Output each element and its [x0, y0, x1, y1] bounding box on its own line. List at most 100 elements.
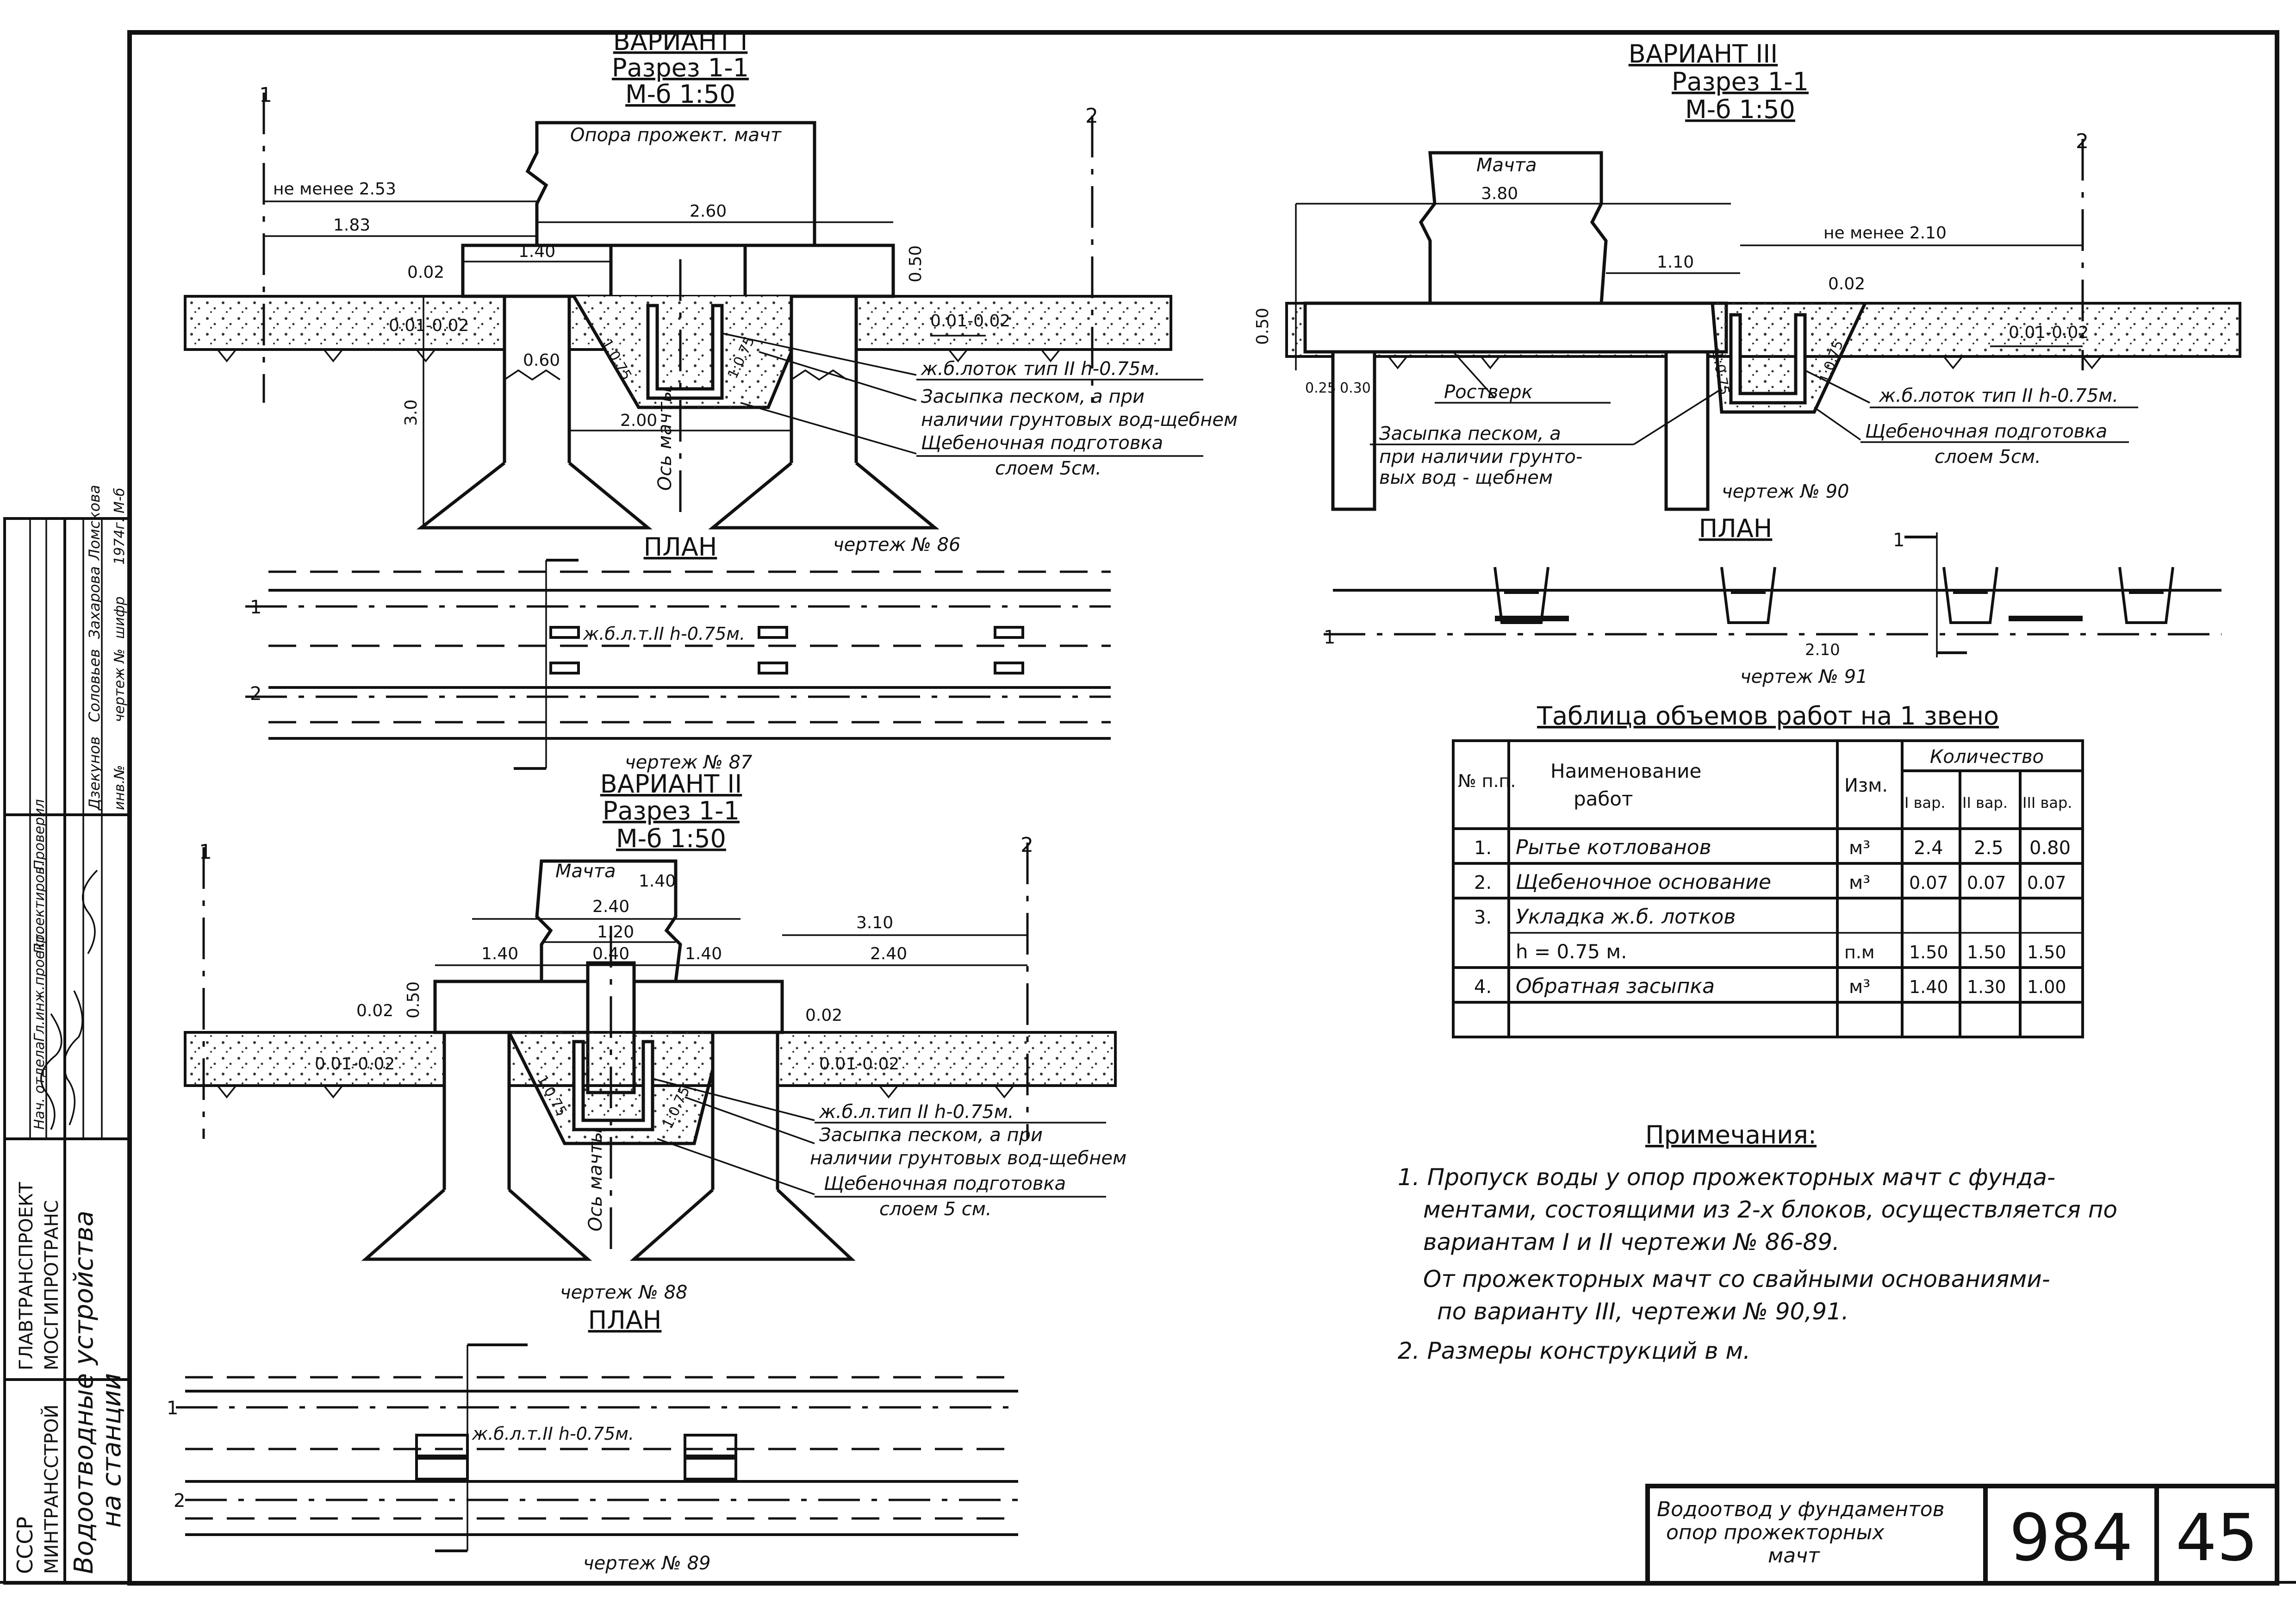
cell-v3: 1.50 — [2027, 942, 2066, 962]
v1-block-right — [743, 244, 895, 298]
v3-plan-mark-1-left: 1 — [1324, 627, 1335, 648]
v1-dim-140: 1.40 — [518, 242, 555, 261]
v3-title: ВАРИАНТ III — [1629, 39, 1778, 69]
cell-name: Рытье котлованов — [1516, 836, 1711, 859]
v3-mark-2: 2 — [2076, 130, 2089, 153]
notes-title: Примечания: — [1645, 1120, 1817, 1149]
volumes-table: Таблица объемов работ на 1 звено № п.п. … — [1452, 701, 2084, 1038]
title-line-2: опор прожекторных — [1666, 1521, 1885, 1544]
v2-dim-240: 2.40 — [592, 897, 629, 916]
v1-slope-left: 0.01-0.02 — [389, 316, 469, 335]
cell-v2: 1.30 — [1967, 977, 2006, 997]
title-block: Водоотвод у фундаментов опор прожекторны… — [1645, 1484, 2279, 1586]
v1-trough — [646, 304, 724, 400]
cell-unit: м³ — [1849, 837, 1870, 859]
stamp-name-2: Соловьев — [86, 649, 103, 722]
v1-plan-drawing: чертеж № 87 — [625, 752, 753, 773]
v2-legend-5: слоем 5 см. — [879, 1199, 992, 1220]
table-row: 1. Рытье котлованов м³ 2.4 2.5 0.80 — [1474, 836, 2071, 859]
th-unit: Изм. — [1844, 775, 1888, 796]
v2-pit — [507, 1031, 724, 1145]
v2-footing-right — [629, 1188, 856, 1261]
cell-v1: 0.07 — [1909, 873, 1948, 893]
v2-mark-2: 2 — [1020, 833, 1033, 857]
v1-legend-4: Щебеночная подготовка — [921, 432, 1163, 454]
notes: Примечания: 1. Пропуск воды у опор проже… — [1398, 1120, 2117, 1364]
v3-pit — [1711, 302, 1867, 414]
stamp-meta-2: чертеж № — [112, 649, 128, 722]
v3-legend-right-1: ж.б.лоток тип II h-0.75м. — [1879, 385, 2118, 406]
v3-rostverk — [1303, 301, 1728, 354]
v2-section-title: Разрез 1-1 — [603, 796, 740, 825]
cell-name: h = 0.75 м. — [1516, 940, 1627, 963]
v1-dim-200: 2.00 — [620, 411, 657, 430]
v2-dim-310: 3.10 — [856, 913, 893, 932]
note-line-2: ментами, состоящими из 2-х блоков, осуще… — [1423, 1196, 2117, 1223]
v3-legend-left-2: при наличии грунто- — [1379, 446, 1582, 468]
note-line-1: 1. Пропуск воды у опор прожекторных мачт… — [1398, 1164, 2055, 1191]
th-qty: Количество — [1930, 746, 2044, 768]
v3-scale: М-б 1:50 — [1685, 95, 1795, 124]
v2-plan-drawing: чертеж № 89 — [583, 1553, 711, 1574]
v2-legend-1: ж.б.л.тип II h-0.75м. — [819, 1101, 1014, 1123]
cell-v1: 1.50 — [1909, 942, 1948, 962]
v1-dim-002: 0.02 — [407, 263, 444, 282]
v1-slope-right: 0.01-0.02 — [930, 312, 1010, 331]
v2-dim-120: 1.20 — [597, 923, 634, 942]
note-line-4: От прожекторных мачт со свайными основан… — [1423, 1266, 2050, 1293]
variant-1-plan: ПЛАН 1 2 ж.б.л.т.II h-0.75м. чертеж № 87 — [245, 532, 1111, 773]
v2-dim-140-l: 1.40 — [481, 944, 518, 963]
v3-dim-025: 0.25 — [1305, 380, 1336, 396]
stamp-subject-1: Водоотводные устройства — [69, 1211, 99, 1574]
stamp-org-4: МОСГИПРОТРАНС — [41, 1200, 62, 1370]
v3-plan-drawing: чертеж № 91 — [1740, 666, 1868, 687]
th-v1: I вар. — [1904, 794, 1946, 812]
v2-dim-050: 0.50 — [404, 981, 423, 1018]
cell-no: 1. — [1474, 837, 1492, 859]
th-v2: II вар. — [1962, 794, 2008, 812]
cell-v1: 1.40 — [1909, 977, 1948, 997]
v3-legend-left-3: вых вод - щебнем — [1379, 467, 1553, 488]
v1-dim-min: не менее 2.53 — [273, 180, 396, 199]
title-line-1: Водоотвод у фундаментов — [1657, 1498, 1945, 1521]
v3-legend-right-2: Щебеночная подготовка — [1865, 421, 2107, 442]
cell-v2: 1.50 — [1967, 942, 2006, 962]
side-stamp: СССР МИНТРАНССТРОЙ ГЛАВТРАНСПРОЕКТ МОСГИ… — [3, 485, 131, 1585]
cell-v2: 0.07 — [1967, 873, 2006, 893]
v1-drawing: чертеж № 86 — [833, 534, 961, 556]
v1-footing-left — [416, 462, 653, 530]
variant-2-section: ВАРИАНТ II Разрез 1-1 М-б 1:50 Мачта 1 2… — [184, 769, 1126, 1303]
variant-3-section: ВАРИАНТ III Разрез 1-1 М-б 1:50 Мачта 2 … — [1253, 39, 2241, 511]
cell-unit: м³ — [1849, 976, 1870, 998]
cell-no: 2. — [1474, 872, 1492, 893]
v1-dim-050: 0.50 — [906, 245, 925, 282]
stamp-role-1: Нач. отдела — [31, 1042, 48, 1130]
v2-plan-label: ж.б.л.т.II h-0.75м. — [472, 1424, 634, 1444]
v3-dim-380: 3.80 — [1481, 184, 1518, 203]
v3-dim-min: не менее 2.10 — [1823, 224, 1947, 243]
v1-plan-title: ПЛАН — [644, 532, 717, 562]
th-v3: III вар. — [2022, 794, 2072, 812]
note-line-3: вариантам I и II чертежи № 86-89. — [1423, 1229, 1840, 1255]
v2-slope-right: 0.01-0.02 — [819, 1055, 899, 1074]
v2-plan-title: ПЛАН — [588, 1305, 662, 1335]
note-line-5: по варианту III, чертежи № 90,91. — [1437, 1298, 1849, 1325]
v1-footing-right — [708, 462, 940, 530]
stamp-meta-4: 1974г. М-б — [112, 488, 128, 565]
v2-plan-mark-1: 1 — [167, 1398, 178, 1419]
variant-1-section: ВАРИАНТ I Разрез 1-1 М-б 1:50 Опора прож… — [184, 27, 1238, 556]
v1-dim-260: 2.60 — [690, 202, 727, 221]
v3-drawing: чертеж № 90 — [1722, 481, 1849, 502]
stamp-name-1: Дзекунов — [86, 737, 103, 811]
v3-rostverk-label: Ростверк — [1444, 381, 1533, 403]
th-no: № п.п. — [1458, 771, 1516, 791]
v2-mark-1: 1 — [199, 840, 212, 864]
stamp-subject-2: на станции — [97, 1373, 127, 1528]
v1-scale: М-б 1:50 — [625, 80, 735, 109]
v3-plan-dim: 2.10 — [1805, 641, 1840, 659]
v1-legend-3: наличии грунтовых вод-щебнем — [921, 409, 1238, 431]
sheet-border — [127, 30, 2279, 1586]
stamp-org-2: МИНТРАНССТРОЙ — [40, 1405, 62, 1574]
v2-dim-040: 0.40 — [592, 944, 629, 963]
v3-mast-label: Мачта — [1476, 155, 1537, 176]
